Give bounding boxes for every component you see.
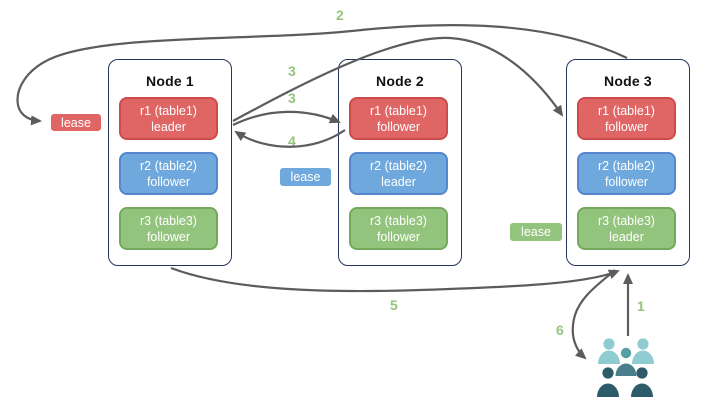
node-2-title: Node 2 bbox=[376, 73, 424, 89]
node-3-replica-r1: r1 (table1) follower bbox=[577, 97, 676, 140]
replica-role: leader bbox=[609, 229, 644, 244]
node-1-replica-r2: r2 (table2) follower bbox=[119, 152, 218, 195]
node-2-replica-r3: r3 (table3) follower bbox=[349, 207, 448, 250]
step-label-2: 2 bbox=[336, 7, 344, 23]
replica-role: follower bbox=[604, 119, 649, 134]
replica-name: r3 (table3) bbox=[598, 213, 655, 228]
node-3-replica-r3: r3 (table3) leader bbox=[577, 207, 676, 250]
arrow-step6-node3-to-users bbox=[571, 269, 616, 360]
node-3-replica-r2: r2 (table2) follower bbox=[577, 152, 676, 195]
lease-badge-table2: lease bbox=[278, 166, 333, 188]
node-2-replica-r2: r2 (table2) leader bbox=[349, 152, 448, 195]
lease-badge-table1: lease bbox=[49, 112, 103, 133]
replica-role: leader bbox=[381, 174, 416, 189]
arrow-step5-node1-to-node3 bbox=[170, 266, 620, 293]
replica-role: follower bbox=[604, 174, 649, 189]
replica-name: r2 (table2) bbox=[598, 158, 655, 173]
replica-role: follower bbox=[376, 119, 421, 134]
node-3-box: Node 3 r1 (table1) follower r2 (table2) … bbox=[566, 59, 690, 266]
step-label-1: 1 bbox=[637, 298, 645, 314]
node-1-replica-r3: r3 (table3) follower bbox=[119, 207, 218, 250]
arrow-step3-leader-to-node2 bbox=[232, 110, 341, 126]
node-1-title: Node 1 bbox=[146, 73, 194, 89]
step-label-6: 6 bbox=[556, 322, 564, 338]
step-label-4: 4 bbox=[288, 133, 296, 149]
replica-name: r1 (table1) bbox=[598, 103, 655, 118]
replica-name: r2 (table2) bbox=[370, 158, 427, 173]
replica-role: follower bbox=[376, 229, 421, 244]
node-1-box: Node 1 r1 (table1) leader r2 (table2) fo… bbox=[108, 59, 232, 266]
node-3-title: Node 3 bbox=[604, 73, 652, 89]
replica-name: r3 (table3) bbox=[140, 213, 197, 228]
step-label-3-upper: 3 bbox=[288, 63, 296, 79]
lease-badge-table3: lease bbox=[508, 221, 564, 243]
replica-name: r1 (table1) bbox=[370, 103, 427, 118]
replica-name: r1 (table1) bbox=[140, 103, 197, 118]
node-2-box: Node 2 r1 (table1) follower r2 (table2) … bbox=[338, 59, 462, 266]
replica-role: follower bbox=[146, 229, 191, 244]
node-1-replica-r1: r1 (table1) leader bbox=[119, 97, 218, 140]
replica-role: follower bbox=[146, 174, 191, 189]
replica-name: r3 (table3) bbox=[370, 213, 427, 228]
replica-name: r2 (table2) bbox=[140, 158, 197, 173]
users-icon bbox=[597, 338, 654, 397]
step-label-3-lower: 3 bbox=[288, 90, 296, 106]
node-2-replica-r1: r1 (table1) follower bbox=[349, 97, 448, 140]
replica-role: leader bbox=[151, 119, 186, 134]
step-label-5: 5 bbox=[390, 297, 398, 313]
